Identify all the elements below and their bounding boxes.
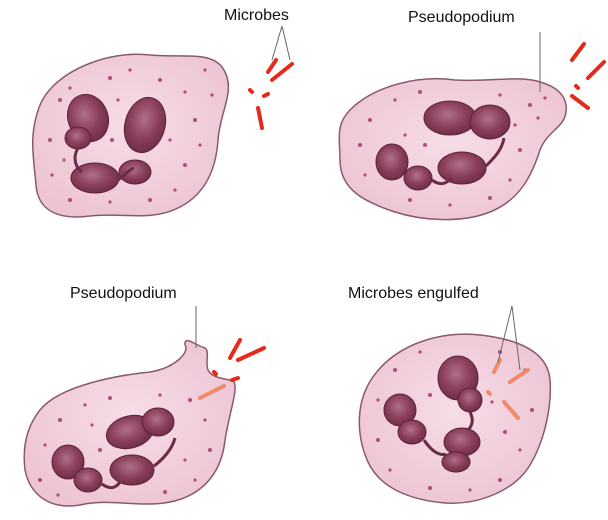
microbe [572, 96, 588, 108]
microbes-group-1 [250, 60, 292, 128]
label-microbes: Microbes [224, 8, 289, 24]
label-pseudopodium-bottom: Pseudopodium [70, 286, 177, 302]
microbe [268, 60, 276, 72]
cell-1-neutrophil [33, 54, 229, 217]
microbe-engulfed [488, 392, 490, 394]
microbe [232, 378, 238, 380]
microbe [238, 348, 264, 360]
cell-4-neutrophil [359, 334, 550, 503]
cell-2-neutrophil [339, 79, 566, 220]
label-pseudopodium-top: Pseudopodium [408, 10, 515, 26]
microbe [230, 340, 240, 358]
microbes-leader-lines [272, 26, 290, 60]
microbes-group-2 [572, 44, 604, 108]
microbe [258, 108, 262, 128]
label-microbes-engulfed: Microbes engulfed [348, 286, 479, 302]
microbe [572, 44, 584, 60]
microbe [576, 86, 578, 88]
cell-2-cytoplasm [339, 79, 566, 220]
microbe [588, 62, 604, 78]
microbe [272, 64, 292, 80]
cell-3-neutrophil [24, 341, 235, 506]
microbe [214, 372, 216, 374]
microbe [250, 90, 252, 92]
microbe [264, 94, 268, 96]
